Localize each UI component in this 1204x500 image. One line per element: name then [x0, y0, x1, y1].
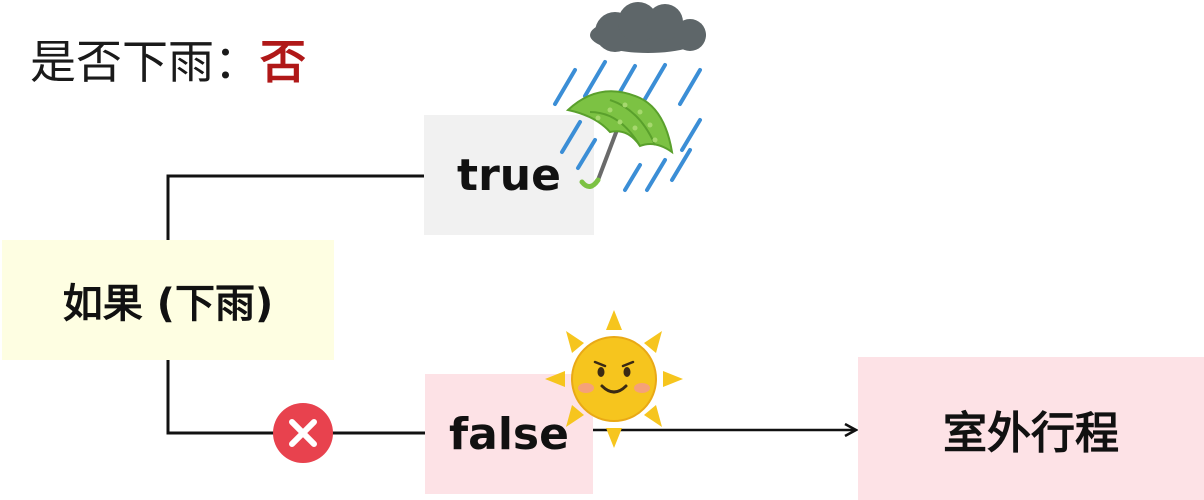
page-title: 是否下雨：否	[30, 30, 306, 94]
true-label: true	[457, 149, 561, 201]
condition-label: 如果 (下雨)	[62, 281, 274, 327]
title-answer: 否	[260, 35, 306, 89]
outdoor-activity-box: 室外行程	[858, 357, 1204, 500]
smiling-sun-icon	[545, 310, 683, 448]
condition-box: 如果 (下雨)	[2, 240, 334, 360]
true-branch-box: true	[424, 115, 594, 235]
title-question: 是否下雨：	[30, 35, 260, 89]
false-label: false	[449, 408, 569, 460]
x-mark-icon	[273, 403, 333, 463]
rain-cloud-umbrella-icon	[553, 2, 706, 192]
false-connector	[166, 360, 425, 435]
false-branch-box: false	[425, 374, 593, 494]
true-connector	[166, 174, 424, 240]
outdoor-label: 室外行程	[943, 407, 1119, 459]
